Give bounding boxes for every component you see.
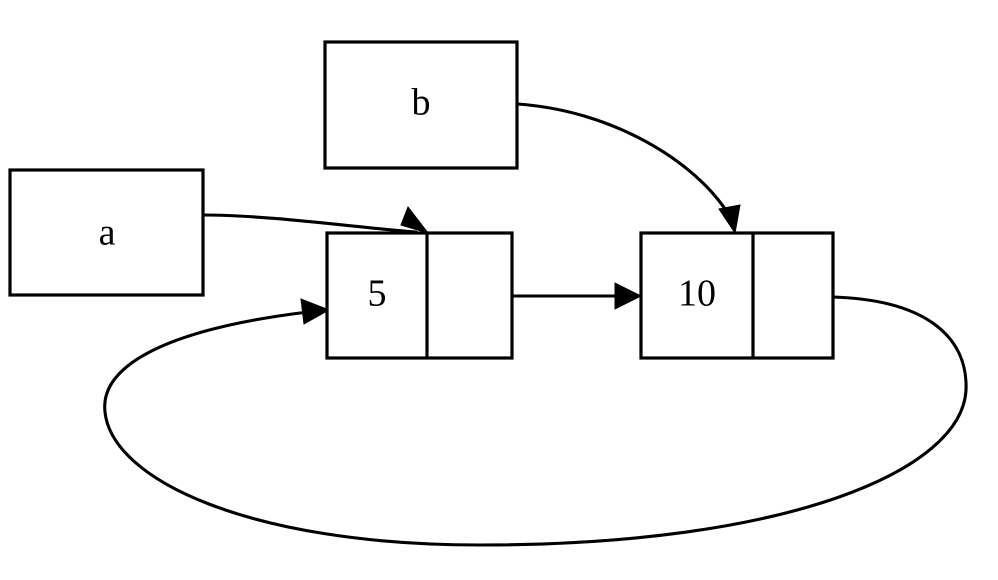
node-10[interactable]: 10 xyxy=(639,231,835,360)
node-layer: a b 5 10 xyxy=(8,40,835,360)
edge-a-to-node5[interactable] xyxy=(201,205,430,234)
node-10-value-label: 10 xyxy=(678,273,716,315)
edge-node5-to-node10[interactable] xyxy=(512,282,643,310)
edge-b-to-node10-arrowhead xyxy=(718,204,741,235)
edge-node10-to-node5-loop-arrowhead xyxy=(300,298,331,325)
node-5-value-label: 5 xyxy=(368,273,387,315)
edge-layer xyxy=(103,102,968,547)
node-5[interactable]: 5 xyxy=(325,231,514,360)
edge-a-to-node5-line xyxy=(201,213,418,234)
node-10-box xyxy=(639,231,835,360)
node-b-label: b xyxy=(412,82,431,124)
edge-node10-to-node5-loop[interactable] xyxy=(103,295,968,547)
edge-node5-to-node10-arrowhead xyxy=(614,282,643,310)
edge-b-to-node10[interactable] xyxy=(515,102,741,235)
node-b-box xyxy=(323,40,519,170)
node-a-label: a xyxy=(99,212,116,254)
edge-b-to-node10-line xyxy=(515,102,731,217)
node-a-box xyxy=(8,168,205,297)
edge-node10-to-node5-loop-line xyxy=(103,295,968,547)
node-5-box xyxy=(325,231,514,360)
node-a[interactable]: a xyxy=(8,168,205,297)
node-b[interactable]: b xyxy=(323,40,519,170)
edge-a-to-node5-arrowhead xyxy=(400,205,430,234)
